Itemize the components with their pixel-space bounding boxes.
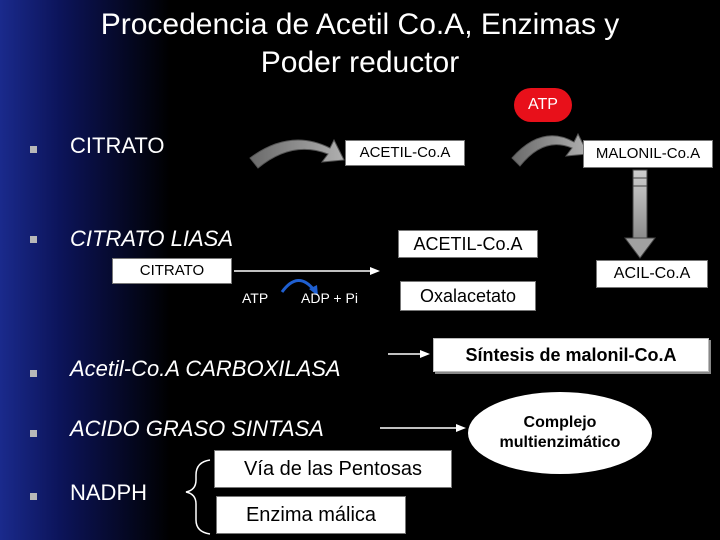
malonil-coa-box: MALONIL-Co.A (583, 140, 713, 168)
bullet-marker (30, 370, 37, 377)
bullet-citrato-liasa: CITRATO LIASA (70, 226, 234, 251)
citrato-box: CITRATO (112, 258, 232, 284)
atp-adp-curve (280, 279, 316, 293)
oxalacetato-box: Oxalacetato (400, 281, 536, 311)
atp-badge: ATP (514, 88, 572, 122)
atp-label: ATP (242, 290, 269, 306)
vertical-arrow-head (624, 237, 656, 259)
via-pentosas-box: Vía de las Pentosas (214, 450, 452, 488)
bullet-acetil-coa-carboxilasa: Acetil-Co.A CARBOXILASA (70, 356, 341, 381)
enzima-malica-box: Enzima málica (216, 496, 406, 534)
acil-coa-box: ACIL-Co.A (596, 260, 708, 288)
title-line-1: Procedencia de Acetil Co.A, Enzimas y (100, 8, 620, 41)
adp-pi-label: ADP + Pi (301, 290, 358, 306)
bullet-marker (30, 146, 37, 153)
ellipse-line-2: multienzimático (499, 434, 621, 451)
sintesis-malonil-box: Síntesis de malonil-Co.A (433, 338, 709, 372)
title-line-2: Poder reductor (260, 46, 460, 79)
curved-arrow-2 (511, 132, 589, 167)
acetil-coa-box-1: ACETIL-Co.A (345, 140, 465, 166)
bullet-marker (30, 236, 37, 243)
ellipse-line-1: Complejo (523, 414, 597, 431)
complejo-multienzimatico-ellipse: Complejo multienzimático (468, 392, 652, 474)
bullet-acido-graso-sintasa: ACIDO GRASO SINTASA (70, 416, 324, 441)
bullet-citrato: CITRATO (70, 133, 165, 158)
acetil-coa-box-2: ACETIL-Co.A (398, 230, 538, 258)
slide-title: Procedencia de Acetil Co.A, Enzimas y Po… (0, 6, 720, 82)
bullet-marker (30, 493, 37, 500)
curved-arrow-1 (249, 138, 345, 169)
bullet-nadph: NADPH (70, 480, 148, 505)
nadph-brace (185, 459, 211, 535)
bullet-marker (30, 430, 37, 437)
vertical-arrow-shaft (632, 169, 648, 241)
